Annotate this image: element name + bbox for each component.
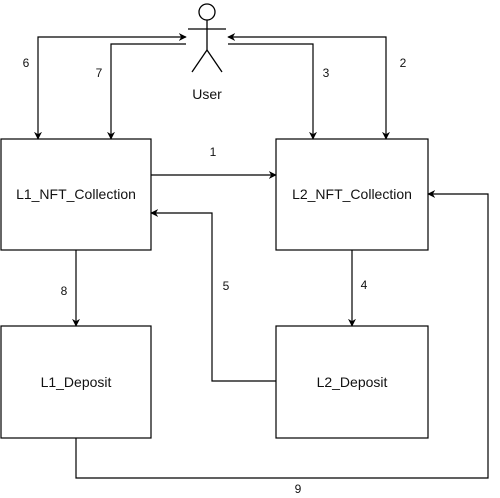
l2-deposit-label: L2_Deposit — [317, 374, 388, 390]
edge-9-label: 9 — [295, 482, 302, 496]
edge-4-label: 4 — [361, 278, 368, 292]
l1-nft-collection-label: L1_NFT_Collection — [16, 186, 136, 202]
l1-deposit-box — [0, 325, 152, 439]
edge-7-label: 7 — [96, 66, 103, 80]
edge-7-arrow — [107, 43, 186, 140]
edge-8-label: 8 — [61, 284, 68, 298]
user-label: User — [192, 86, 222, 102]
l1-nft-collection-box — [0, 138, 152, 251]
edge-2-label: 2 — [400, 56, 407, 70]
edge-3-label: 3 — [323, 66, 330, 80]
l2-deposit-box — [275, 325, 429, 439]
edge-3-arrow — [228, 43, 317, 140]
edge-9-arrow — [75, 190, 489, 479]
user-actor-head — [198, 3, 216, 21]
l2-nft-collection-label: L2_NFT_Collection — [292, 186, 412, 202]
user-actor-leg-left — [191, 49, 208, 73]
edge-1-label: 1 — [210, 145, 217, 159]
edge-6-label: 6 — [23, 56, 30, 70]
edge-5-label: 5 — [223, 279, 230, 293]
edge-5-arrow — [150, 209, 276, 382]
l1-deposit-label: L1_Deposit — [41, 374, 112, 390]
user-actor-leg-right — [206, 49, 223, 73]
edge-2-arrow — [227, 33, 390, 140]
edge-6-arrow — [34, 33, 187, 140]
user-actor — [188, 3, 226, 73]
